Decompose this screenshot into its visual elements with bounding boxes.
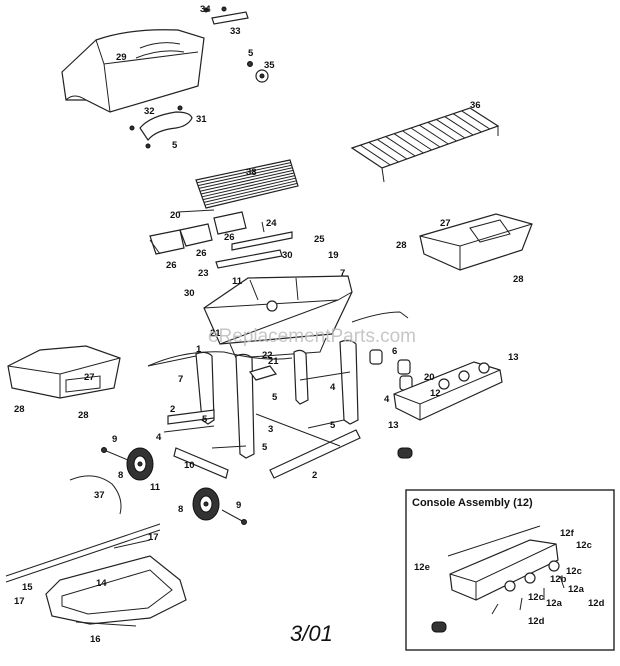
console-assembly-panel: Console Assembly (12) 12f12c12e12b12a12c… <box>405 489 615 651</box>
callout-12: 12 <box>430 388 441 399</box>
callout-4: 4 <box>156 432 162 443</box>
callout-3: 3 <box>268 424 273 435</box>
callout-28: 28 <box>513 274 524 285</box>
callout-38: 38 <box>246 167 257 178</box>
callout-14: 14 <box>96 578 107 589</box>
console-assembly-title: Console Assembly (12) <box>412 497 533 509</box>
part-wheel-8-lower <box>192 487 220 521</box>
callout-16: 16 <box>90 634 101 645</box>
callout-17: 17 <box>14 596 25 607</box>
callout-22: 22 <box>262 350 273 361</box>
callout-20: 20 <box>424 372 435 383</box>
part-side-shelf-27-left <box>7 345 121 399</box>
callout-26: 26 <box>166 260 177 271</box>
callout-27: 27 <box>440 218 451 229</box>
callout-6: 6 <box>392 346 397 357</box>
callout-26: 26 <box>224 232 235 243</box>
callout-30: 30 <box>282 250 293 261</box>
callout-5: 5 <box>248 48 254 59</box>
callout-21: 21 <box>210 328 221 339</box>
callout-7: 7 <box>178 374 183 385</box>
console-callout-12c: 12c <box>566 566 582 577</box>
callout-20: 20 <box>170 210 181 221</box>
callout-32: 32 <box>144 106 155 117</box>
console-callout-12d: 12d <box>588 598 605 609</box>
callout-1: 1 <box>196 344 202 355</box>
part-firebox <box>203 275 353 359</box>
callout-5: 5 <box>172 140 178 151</box>
part-cooking-grate-38 <box>195 159 299 209</box>
callout-26: 26 <box>196 248 207 259</box>
callout-23: 23 <box>198 268 209 279</box>
callout-29: 29 <box>116 52 127 63</box>
part-rails-24-25 <box>215 221 293 269</box>
callout-8: 8 <box>118 470 123 481</box>
callout-33: 33 <box>230 26 241 37</box>
part-burners-26 <box>149 209 247 255</box>
console-callout-12d: 12d <box>528 616 545 627</box>
part-cart-frame <box>147 311 409 479</box>
callout-4: 4 <box>330 382 336 393</box>
callout-34: 34 <box>200 4 211 15</box>
callout-5: 5 <box>330 420 336 431</box>
part-side-shelf-27-right <box>419 213 533 271</box>
part-knob-35 <box>247 61 269 83</box>
callout-2: 2 <box>312 470 317 481</box>
callout-36: 36 <box>470 100 481 111</box>
callout-11: 11 <box>232 276 243 287</box>
part-wire-37 <box>69 475 122 515</box>
part-axle-bolts-9 <box>101 447 247 525</box>
part-lid-29 <box>61 29 205 113</box>
callout-5: 5 <box>272 392 278 403</box>
callout-17: 17 <box>148 532 159 543</box>
console-callout-12c: 12c <box>576 540 592 551</box>
callout-37: 37 <box>94 490 105 501</box>
date-code: 3/01 <box>290 621 333 646</box>
part-bottom-shelf-14 <box>5 523 187 627</box>
callout-11: 11 <box>150 482 161 493</box>
console-callout-12a: 12a <box>568 584 585 595</box>
callout-8: 8 <box>178 504 183 515</box>
callout-19: 19 <box>328 250 339 261</box>
console-callout-12c: 12c <box>528 592 544 603</box>
console-callout-12b: 12b <box>550 574 567 585</box>
callout-5: 5 <box>262 442 268 453</box>
part-console-12 <box>393 361 503 459</box>
console-callout-12e: 12e <box>414 562 430 573</box>
callout-10: 10 <box>184 460 195 471</box>
part-wheel-8-upper <box>126 447 154 481</box>
console-callout-12a: 12a <box>546 598 563 609</box>
callout-24: 24 <box>266 218 277 229</box>
callout-30: 30 <box>184 288 195 299</box>
callout-28: 28 <box>14 404 25 415</box>
console-callout-12f: 12f <box>560 528 575 539</box>
callout-28: 28 <box>78 410 89 421</box>
part-bracket-33 <box>203 6 249 25</box>
callout-4: 4 <box>384 394 390 405</box>
callout-27: 27 <box>84 372 95 383</box>
callout-2: 2 <box>170 404 175 415</box>
callout-9: 9 <box>236 500 241 511</box>
callout-35: 35 <box>264 60 275 71</box>
part-spacers-6 <box>369 349 413 391</box>
part-warming-rack-36 <box>350 107 500 183</box>
part-handle-31 <box>129 105 193 149</box>
callout-28: 28 <box>396 240 407 251</box>
callout-21: 21 <box>268 356 279 367</box>
callout-15: 15 <box>22 582 33 593</box>
callout-13: 13 <box>388 420 399 431</box>
callout-25: 25 <box>314 234 325 245</box>
callout-13: 13 <box>508 352 519 363</box>
callout-7: 7 <box>340 268 345 279</box>
callout-31: 31 <box>196 114 207 125</box>
callout-5: 5 <box>202 414 208 425</box>
watermark: eReplacementParts.com <box>208 326 416 347</box>
callout-9: 9 <box>112 434 117 445</box>
